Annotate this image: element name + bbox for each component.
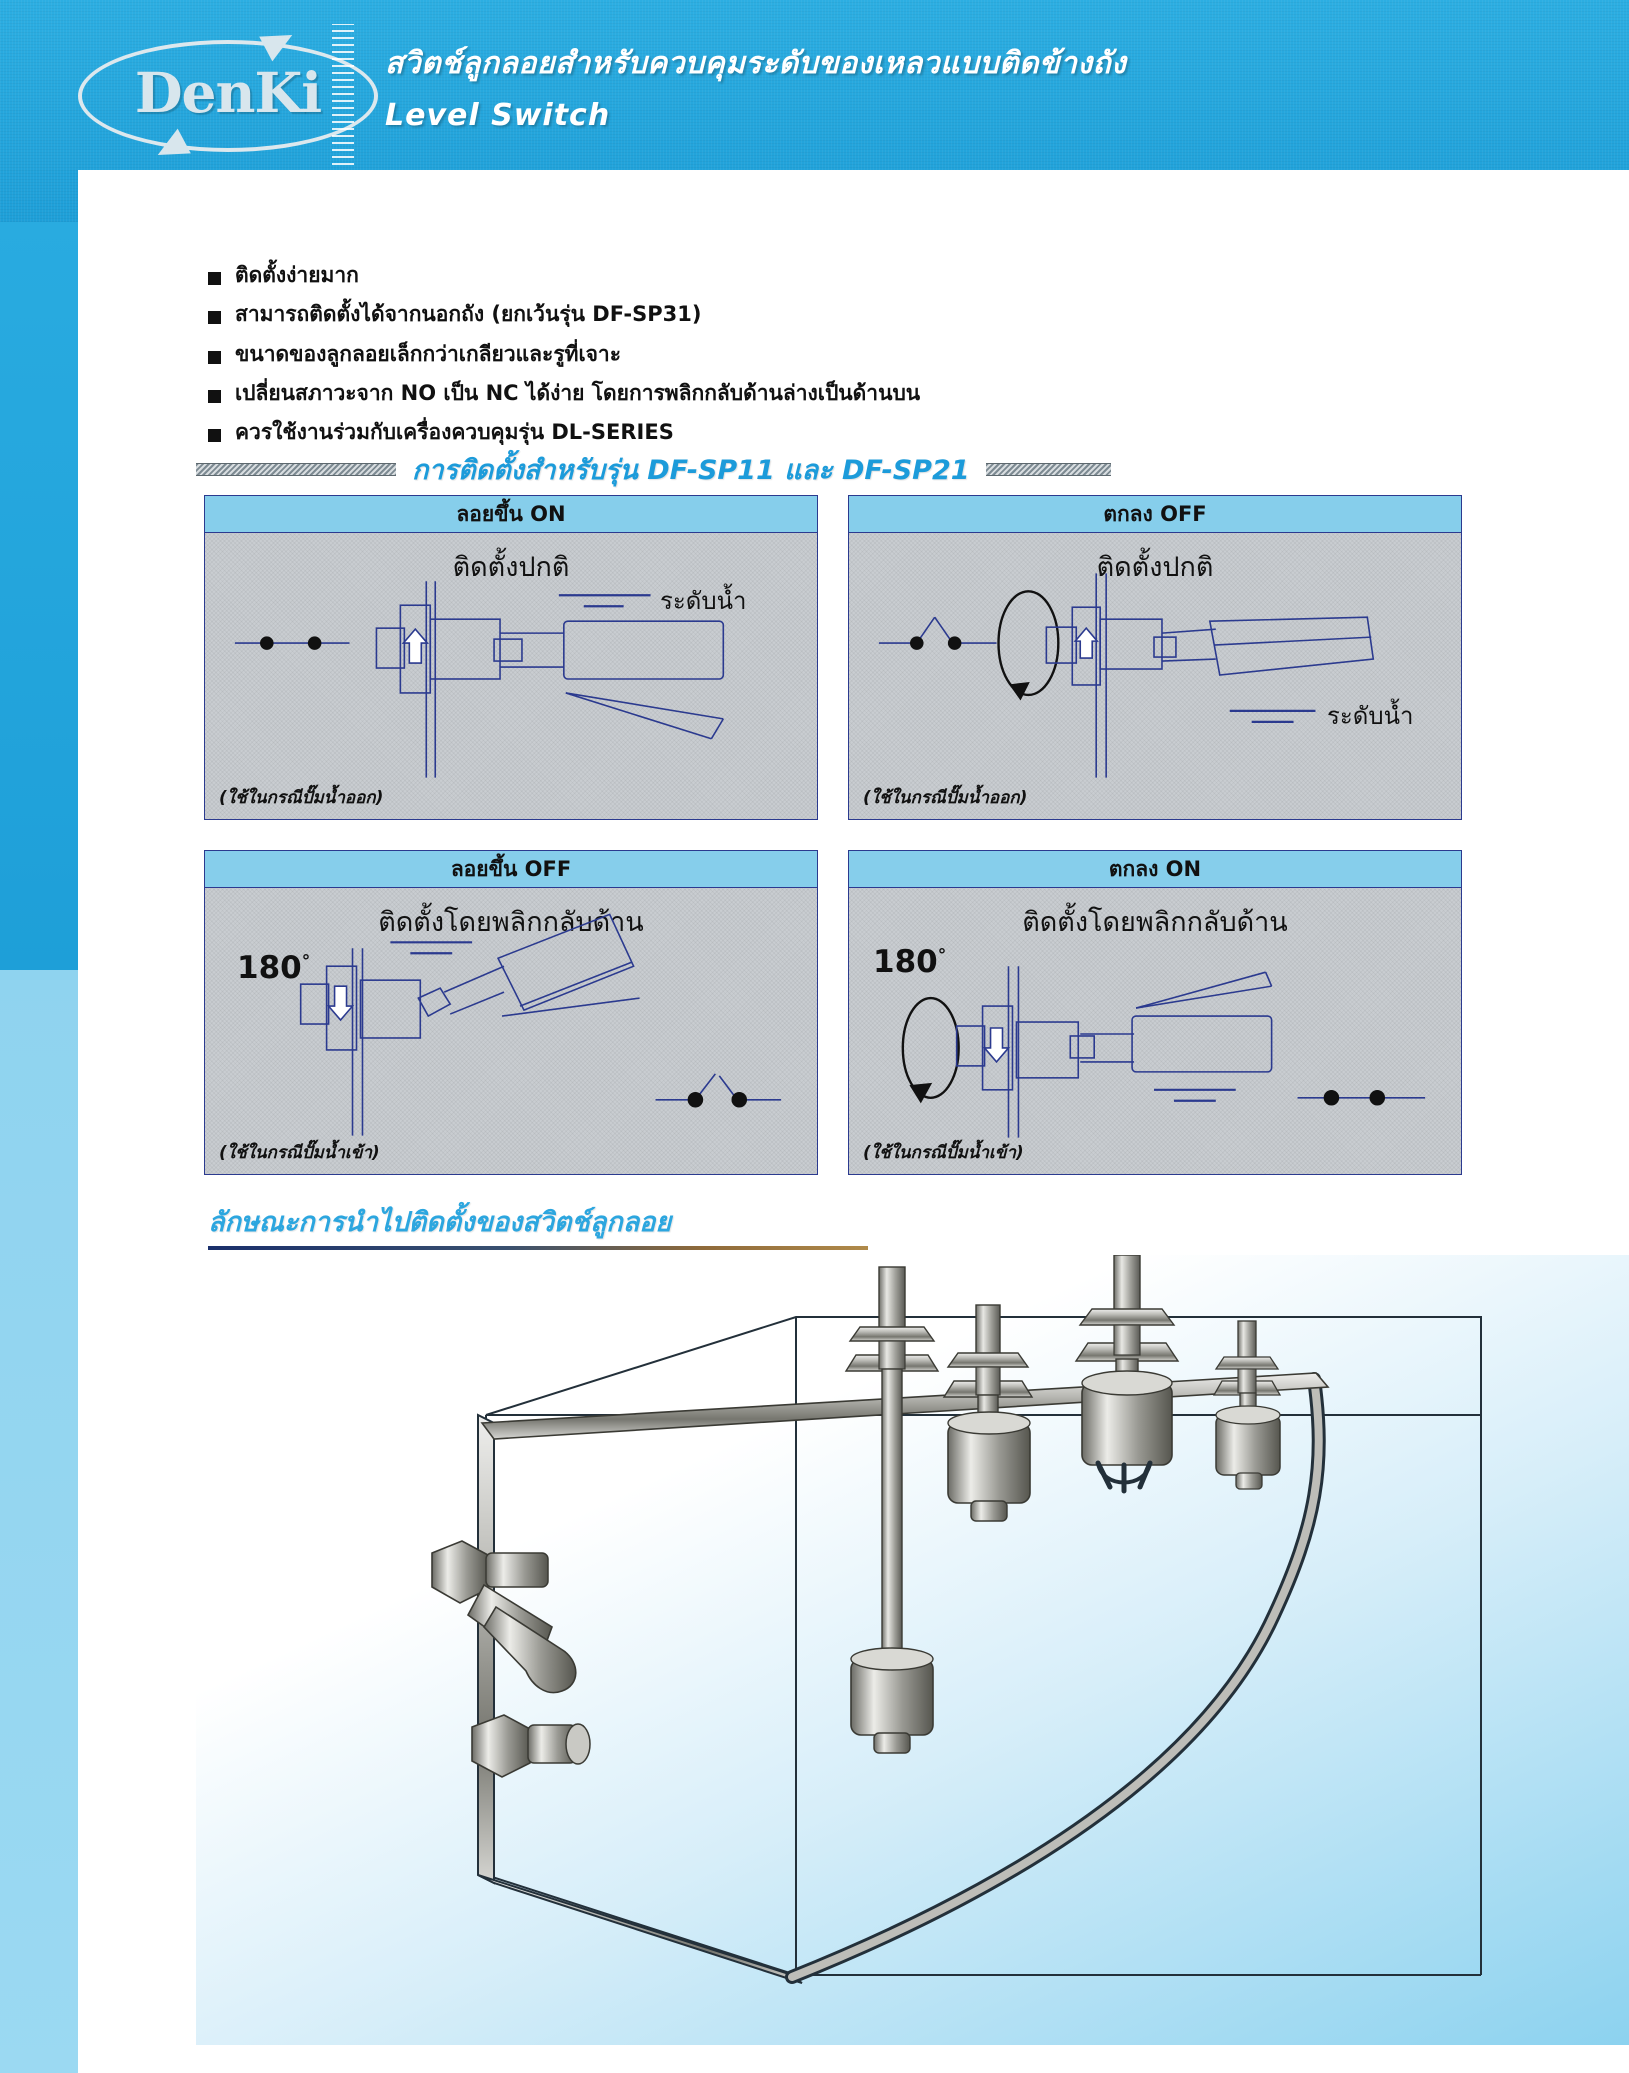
side-mount-switch-b	[471, 1714, 591, 1778]
list-item: สามารถติดตั้งได้จากนอกถัง (ยกเว้นรุ่น DF…	[208, 301, 1258, 327]
page-title-thai: สวิตช์ลูกลอยสำหรับควบคุมระดับของเหลวแบบต…	[385, 46, 1127, 81]
side-mount-switch-a	[431, 1540, 577, 1694]
page-banner: DenKi สวิตช์ลูกลอยสำหรับควบคุมระดับของเห…	[0, 0, 1629, 222]
install-diagram-grid: ลอยขึ้น ON ติดตั้งปกติ	[204, 495, 1462, 1175]
sidebar-rail-top	[0, 222, 78, 970]
install-section-heading: การติดตั้งสำหรับรุ่น DF-SP11 และ DF-SP21	[196, 448, 1376, 491]
sidebar-rail-bottom	[0, 970, 78, 2073]
panel-title: ติดตั้งโดยพลิกกลับด้าน	[378, 907, 644, 938]
degree-symbol: °	[301, 951, 311, 972]
panel-body: ติดตั้งโดยพลิกกลับด้าน 180°	[849, 888, 1461, 1174]
panel-note: (ใช้ในกรณีปั๊มน้ำเข้า)	[863, 1143, 1024, 1163]
rotation-angle-label: 180°	[873, 944, 946, 980]
panel-header: ลอยขึ้น OFF	[205, 851, 817, 888]
panel-header: ลอยขึ้น ON	[205, 496, 817, 533]
degree-symbol: °	[937, 945, 947, 966]
list-item: ขนาดของลูกลอยเล็กกว่าเกลียวและรูที่เจาะ	[208, 341, 1258, 367]
feature-text: เปลี่ยนสภาวะจาก NO เป็น NC ได้ง่าย โดยกา…	[235, 380, 921, 405]
feature-list: ติดตั้งง่ายมาก สามารถติดตั้งได้จากนอกถัง…	[208, 262, 1258, 458]
water-level-label: ระดับน้ำ	[660, 587, 747, 615]
panel-title: ติดตั้งปกติ	[1096, 552, 1214, 583]
panel-header-label: ลอยขึ้น ON	[456, 501, 566, 526]
panel-body: ติดตั้งปกติ	[205, 533, 817, 819]
panel-header: ตกลง OFF	[849, 496, 1461, 533]
application-section-heading: ลักษณะการนำไปติดตั้งของสวิตช์ลูกลอย	[208, 1200, 968, 1250]
panel-body: ติดตั้งโดยพลิกกลับด้าน 180°	[205, 888, 817, 1174]
feature-text: ขนาดของลูกลอยเล็กกว่าเกลียวและรูที่เจาะ	[235, 341, 622, 366]
page-title-english: Level Switch	[385, 98, 611, 133]
float-switch-diagram	[234, 581, 725, 778]
square-bullet-icon	[208, 350, 221, 364]
banner-titles: สวิตช์ลูกลอยสำหรับควบคุมระดับของเหลวแบบต…	[385, 46, 1126, 133]
feature-text: ควรใช้งานร่วมกับเครื่องควบคุมรุ่น DL-SER…	[235, 420, 674, 444]
tank-illustration-block	[196, 1255, 1629, 2045]
ruler-icon	[332, 24, 354, 200]
float-switch-short-a	[942, 1304, 1034, 1522]
panel-header-label: ตกลง OFF	[1103, 501, 1207, 526]
float-switch-short-b	[1212, 1320, 1282, 1490]
heading-rule-right	[985, 463, 1111, 476]
square-bullet-icon	[208, 272, 221, 285]
angle-value: 180	[237, 950, 302, 986]
float-switch-diagram	[878, 573, 1375, 778]
list-item: ติดตั้งง่ายมาก	[208, 262, 1258, 288]
rotation-angle-label: 180°	[237, 950, 310, 986]
diagram-panel-drop-on: ตกลง ON ติดตั้งโดยพลิกกลับด้าน 180°	[848, 850, 1462, 1175]
panel-note: (ใช้ในกรณีปั๊มน้ำเข้า)	[219, 1143, 380, 1163]
list-item: ควรใช้งานร่วมกับเครื่องควบคุมรุ่น DL-SER…	[208, 419, 1258, 445]
panel-note: (ใช้ในกรณีปั๊มน้ำออก)	[219, 788, 384, 808]
tank-illustration	[431, 1255, 1482, 1984]
panel-note: (ใช้ในกรณีปั๊มน้ำออก)	[863, 788, 1028, 808]
list-item: เปลี่ยนสภาวะจาก NO เป็น NC ได้ง่าย โดยกา…	[208, 380, 1258, 406]
float-switch-prong	[1074, 1255, 1180, 1494]
heading-underline	[208, 1246, 868, 1250]
logo-ellipse-icon	[78, 40, 378, 152]
diagram-panel-float-on: ลอยขึ้น ON ติดตั้งปกติ	[204, 495, 818, 820]
panel-header: ตกลง ON	[849, 851, 1461, 888]
brand-logo: DenKi	[78, 22, 378, 168]
square-bullet-icon	[208, 389, 221, 403]
application-heading-text: ลักษณะการนำไปติดตั้งของสวิตช์ลูกลอย	[208, 1207, 672, 1238]
float-switch-diagram	[299, 913, 782, 1136]
diagram-panel-drop-off: ตกลง OFF ติดตั้งปกติ	[848, 495, 1462, 820]
panel-header-label: ตกลง ON	[1108, 856, 1202, 881]
square-bullet-icon	[208, 429, 221, 442]
feature-text: สามารถติดตั้งได้จากนอกถัง (ยกเว้นรุ่น DF…	[235, 302, 702, 327]
panel-header-label: ลอยขึ้น OFF	[450, 856, 572, 881]
water-level-label: ระดับน้ำ	[1327, 702, 1414, 730]
panel-body: ติดตั้งปกติ	[849, 533, 1461, 819]
install-heading-text: การติดตั้งสำหรับรุ่น DF-SP11 และ DF-SP21	[412, 455, 970, 486]
page-content: ติดตั้งง่ายมาก สามารถติดตั้งได้จากนอกถัง…	[78, 170, 1629, 2073]
heading-rule-left	[196, 463, 396, 476]
panel-title: ติดตั้งปกติ	[452, 552, 570, 583]
brand-name: DenKi	[134, 60, 322, 125]
square-bullet-icon	[208, 311, 221, 325]
panel-title: ติดตั้งโดยพลิกกลับด้าน	[1022, 907, 1288, 938]
diagram-panel-float-off: ลอยขึ้น OFF ติดตั้งโดยพลิกกลับด้าน 180°	[204, 850, 818, 1175]
feature-text: ติดตั้งง่ายมาก	[235, 263, 359, 287]
float-switch-diagram	[901, 966, 1426, 1138]
float-switch-long	[844, 1266, 940, 1754]
angle-value: 180	[873, 944, 938, 980]
